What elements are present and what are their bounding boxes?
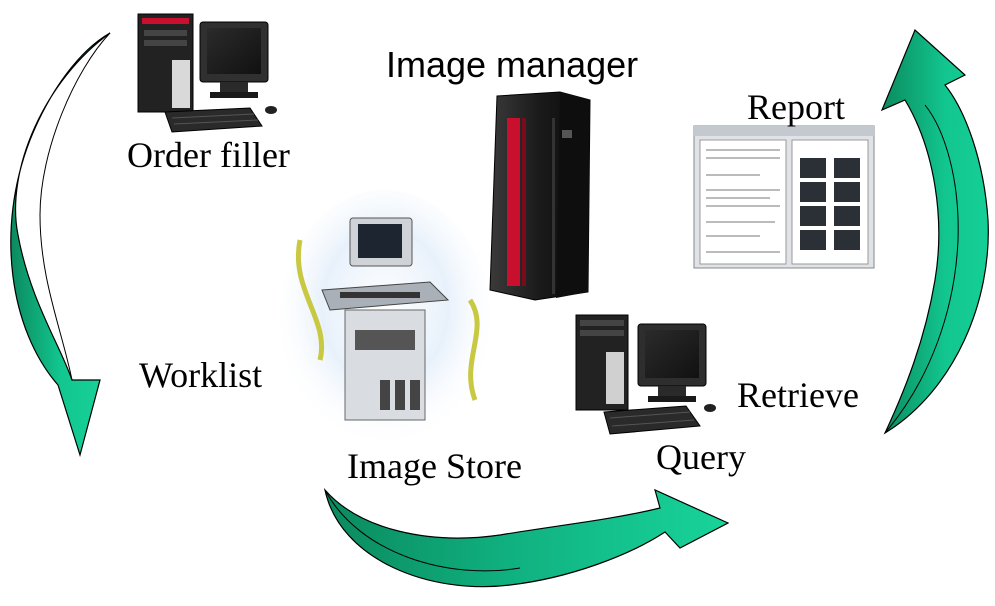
image-store-label: Image Store	[347, 446, 522, 486]
order-filler-computer-icon	[137, 13, 277, 133]
report-label: Report	[747, 87, 845, 127]
query-computer-icon	[575, 314, 716, 435]
query-label: Query	[656, 437, 746, 477]
arrow-store-to-query	[323, 487, 730, 588]
image-manager-server-icon	[489, 91, 591, 301]
ultrasound-scanner-icon	[280, 190, 490, 450]
order-filler-label: Order filler	[127, 135, 290, 175]
worklist-label: Worklist	[139, 355, 263, 395]
image-manager-label: Image manager	[386, 44, 639, 85]
arrow-retrieve-to-report	[880, 28, 989, 435]
arrow-order-to-worklist	[10, 32, 111, 458]
retrieve-label: Retrieve	[737, 375, 859, 415]
report-document-icon	[693, 125, 875, 269]
